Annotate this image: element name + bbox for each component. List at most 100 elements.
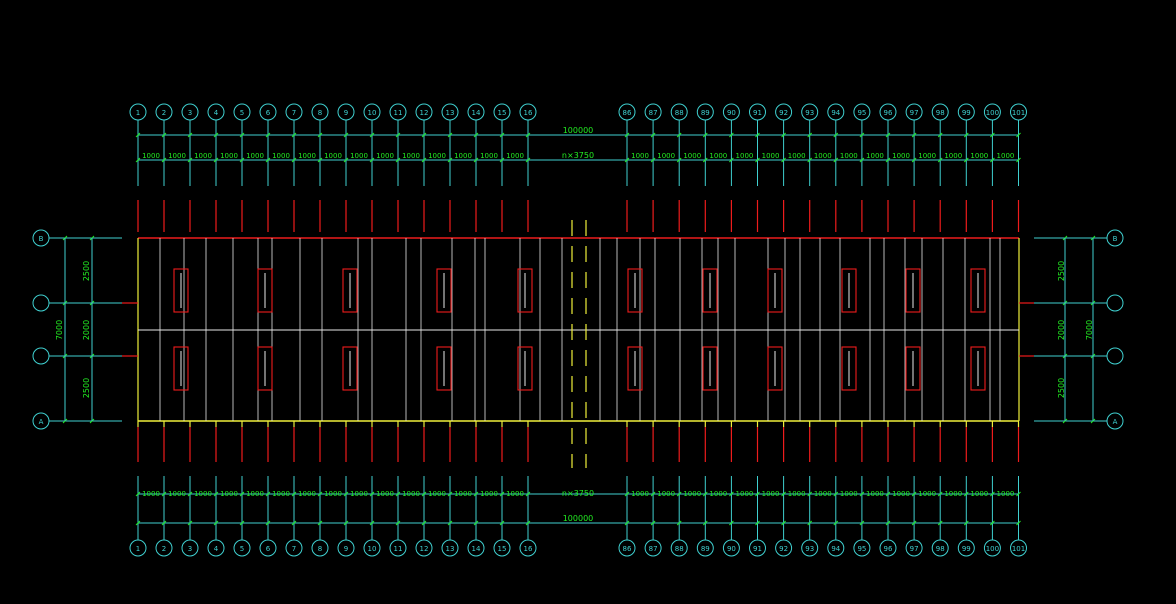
bay-dimension-label: 1000 bbox=[944, 152, 962, 160]
dim-tick bbox=[213, 491, 219, 497]
bay-dimension-label: 1000 bbox=[142, 152, 160, 160]
axis-bubble-bottom bbox=[775, 539, 793, 557]
axis-bubble-label: 2 bbox=[162, 545, 166, 553]
axis-bubble-label: 98 bbox=[936, 545, 945, 553]
opening-rect bbox=[702, 346, 718, 391]
bay-dimension-label: 1000 bbox=[997, 152, 1015, 160]
dim-tick bbox=[239, 520, 245, 526]
bay-dimension-label: 1000 bbox=[866, 152, 884, 160]
dim-tick bbox=[447, 520, 453, 526]
bay-dimension-label: 1000 bbox=[918, 152, 936, 160]
axis-bubble-label: 4 bbox=[214, 545, 219, 553]
dim-tick bbox=[343, 132, 349, 138]
dim-tick bbox=[833, 157, 839, 163]
dim-tick bbox=[525, 491, 531, 497]
dim-tick bbox=[161, 491, 167, 497]
axis-bubble-bottom bbox=[363, 539, 381, 557]
dim-tick bbox=[963, 520, 969, 526]
dim-tick bbox=[447, 491, 453, 497]
bay-dimension-label: 1000 bbox=[246, 490, 264, 498]
dim-tick bbox=[291, 491, 297, 497]
dim-tick bbox=[1016, 520, 1021, 526]
dim-tick bbox=[265, 157, 271, 163]
bay-dimension-label: 1000 bbox=[683, 152, 701, 160]
dim-tick bbox=[317, 132, 323, 138]
axis-bubble-bottom bbox=[519, 539, 537, 557]
bay-dimension-label: 1000 bbox=[892, 490, 910, 498]
axis-bubble-label: 97 bbox=[910, 109, 919, 117]
axis-bubble-label: 87 bbox=[649, 109, 658, 117]
dim-tick bbox=[859, 132, 865, 138]
dim-tick bbox=[781, 491, 786, 497]
dim-tick bbox=[499, 491, 505, 497]
dim-tick bbox=[990, 157, 995, 163]
axis-bubble-label: 5 bbox=[240, 109, 244, 117]
axis-bubble-label: 8 bbox=[318, 109, 322, 117]
dim-tick bbox=[1016, 491, 1021, 497]
axis-bubble-top bbox=[957, 103, 975, 121]
axis-bubble-label: 15 bbox=[498, 109, 507, 117]
dim-tick bbox=[187, 520, 193, 526]
dim-tick bbox=[937, 491, 943, 497]
axis-bubble-top bbox=[644, 103, 662, 121]
dim-tick bbox=[833, 132, 839, 138]
dim-tick bbox=[265, 520, 271, 526]
opening-rect bbox=[436, 268, 452, 313]
dim-tick bbox=[473, 157, 479, 163]
dim-tick bbox=[755, 491, 760, 497]
axis-bubble-bottom bbox=[389, 539, 407, 557]
dim-tick bbox=[755, 132, 760, 138]
side-axis-bubble-label: A bbox=[39, 418, 44, 426]
dim-tick bbox=[525, 520, 531, 526]
axis-bubble-top bbox=[467, 103, 485, 121]
axis-bubble-label: 100 bbox=[986, 545, 999, 553]
axis-bubble-top bbox=[493, 103, 511, 121]
opening-rect bbox=[905, 268, 921, 313]
axis-bubble-label: 91 bbox=[753, 109, 762, 117]
opening-rect bbox=[841, 346, 857, 391]
dim-tick bbox=[937, 157, 943, 163]
axis-bubble-bottom bbox=[983, 539, 1001, 557]
bay-dimension-label: 1000 bbox=[220, 490, 238, 498]
dim-tick bbox=[213, 132, 219, 138]
dim-tick bbox=[859, 157, 865, 163]
dim-tick bbox=[421, 157, 427, 163]
opening-rect bbox=[767, 346, 783, 391]
bay-dimension-label: 1000 bbox=[194, 152, 212, 160]
dim-tick bbox=[213, 157, 219, 163]
dim-tick bbox=[963, 132, 969, 138]
dim-tick bbox=[729, 520, 734, 526]
bay-dimension-label: 1000 bbox=[788, 490, 806, 498]
bay-dimension-label: 1000 bbox=[168, 490, 186, 498]
dim-tick bbox=[676, 157, 682, 163]
dim-tick bbox=[911, 520, 917, 526]
bay-dimension-label: 1000 bbox=[324, 152, 342, 160]
axis-bubble-label: 14 bbox=[472, 109, 481, 117]
bay-dimension-label: 1000 bbox=[506, 152, 524, 160]
bay-middle-label-bottom: n×3750 bbox=[562, 489, 594, 498]
axis-bubble-label: 9 bbox=[344, 109, 348, 117]
axis-bubble-bottom bbox=[801, 539, 819, 557]
side-axis-bubble-label: A bbox=[1113, 418, 1118, 426]
opening-rect bbox=[257, 346, 273, 391]
dim-tick bbox=[395, 132, 401, 138]
bay-dimension-label: 1000 bbox=[657, 490, 675, 498]
bay-dimension-label: 1000 bbox=[376, 490, 394, 498]
bay-dimension-label: 1000 bbox=[631, 490, 649, 498]
dim-tick bbox=[702, 157, 708, 163]
axis-bubble-top bbox=[285, 103, 303, 121]
axis-bubble-bottom bbox=[285, 539, 303, 557]
axis-bubble-label: 90 bbox=[727, 109, 736, 117]
bay-dimension-label: 1000 bbox=[454, 152, 472, 160]
axis-bubble-top bbox=[363, 103, 381, 121]
dim-tick bbox=[265, 491, 271, 497]
dim-tick bbox=[525, 157, 531, 163]
dimension-labels: 1000 1000 1000 1000 1000 1000 1000 1000 1000 1000… bbox=[142, 152, 1014, 498]
overall-length-top: 100000 bbox=[563, 126, 594, 135]
axis-bubble-bottom bbox=[129, 539, 147, 557]
dim-tick bbox=[963, 157, 969, 163]
dim-tick bbox=[1016, 157, 1021, 163]
dim-tick bbox=[473, 520, 479, 526]
bay-dimension-label: 1000 bbox=[272, 152, 290, 160]
